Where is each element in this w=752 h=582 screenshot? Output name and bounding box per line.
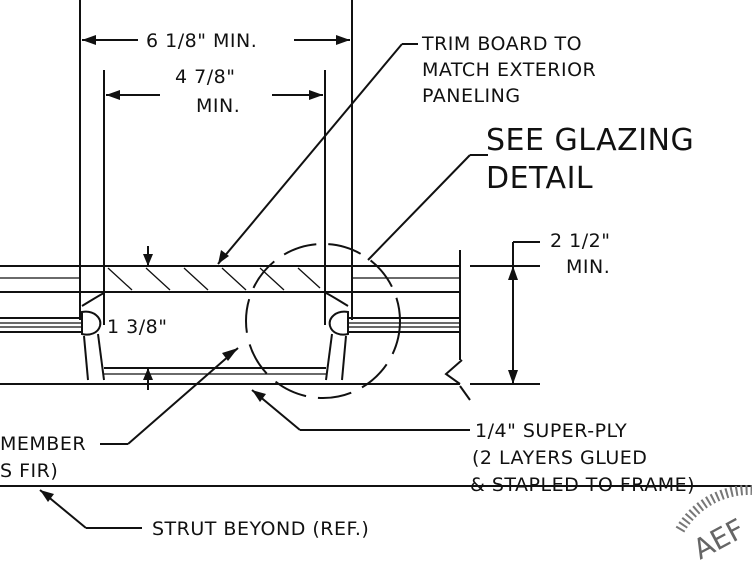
note-strut: STRUT BEYOND (REF.) xyxy=(39,489,369,540)
stop-line xyxy=(341,335,347,381)
note-strut-text: STRUT BEYOND (REF.) xyxy=(152,518,369,540)
arrowhead xyxy=(143,368,153,380)
seal-ring xyxy=(675,484,752,533)
note-glazing-1: SEE GLAZING xyxy=(486,123,694,158)
dimension-overall-width: 6 1/8" MIN. xyxy=(79,0,353,320)
note-member-1: MEMBER xyxy=(0,433,86,455)
dim-text-inner-1: 4 7/8" xyxy=(175,66,235,88)
dimension-thickness: 1 3/8" xyxy=(107,246,167,390)
dim-text-depth-1: 2 1/2" xyxy=(550,230,610,252)
engineer-seal: AEF xyxy=(675,484,752,566)
trim-hatching xyxy=(107,267,321,291)
glazing-panel-left xyxy=(0,310,105,381)
leader-line xyxy=(127,347,239,445)
note-superply: 1/4" SUPER-PLY (2 LAYERS GLUED & STAPLED… xyxy=(251,389,695,496)
glazing-bead xyxy=(328,310,349,336)
leader-line xyxy=(217,43,403,265)
note-trim-board: TRIM BOARD TO MATCH EXTERIOR PANELING xyxy=(217,33,596,265)
arrowhead xyxy=(218,250,229,264)
arrowhead xyxy=(508,266,518,280)
break-line xyxy=(444,359,463,385)
note-trim-2: MATCH EXTERIOR xyxy=(422,59,596,81)
arrowhead xyxy=(106,90,120,100)
note-superply-3: & STAPLED TO FRAME) xyxy=(470,474,695,496)
arrowhead xyxy=(143,254,153,266)
dimension-depth: 2 1/2" MIN. xyxy=(470,230,610,385)
note-trim-3: PANELING xyxy=(422,85,521,107)
arrowhead xyxy=(508,370,518,384)
note-glazing-2: DETAIL xyxy=(486,161,593,196)
frame-member xyxy=(0,250,752,487)
glazing-detail-callout: SEE GLAZING DETAIL xyxy=(245,123,694,399)
arrowhead xyxy=(336,35,350,45)
note-superply-2: (2 LAYERS GLUED xyxy=(472,447,647,469)
seal-text: AEF xyxy=(688,512,750,566)
note-member-2: S FIR) xyxy=(0,460,58,482)
note-superply-1: 1/4" SUPER-PLY xyxy=(475,420,627,442)
note-trim-1: TRIM BOARD TO xyxy=(421,33,582,55)
dim-text-overall: 6 1/8" MIN. xyxy=(146,30,257,52)
arrowhead xyxy=(252,390,266,402)
note-member: MEMBER S FIR) xyxy=(0,347,239,482)
callout-leader xyxy=(367,154,471,261)
glazing-panel-right xyxy=(325,310,460,381)
stop-line xyxy=(97,333,105,381)
dimension-inner-width: 4 7/8" MIN. xyxy=(103,66,326,325)
dim-text-thickness: 1 3/8" xyxy=(107,316,167,338)
glazing-bead xyxy=(81,310,102,336)
dim-text-inner-2: MIN. xyxy=(196,95,240,117)
arrowhead xyxy=(309,90,323,100)
frame-edge-line xyxy=(459,385,471,401)
arrowhead xyxy=(222,348,238,361)
arrowhead xyxy=(40,490,54,502)
stop-line xyxy=(325,333,333,381)
detail-circle xyxy=(245,243,401,399)
arrowhead xyxy=(82,35,96,45)
dim-text-depth-2: MIN. xyxy=(566,256,610,278)
trim-board xyxy=(0,265,460,293)
stop-line xyxy=(83,335,89,381)
member-edge xyxy=(81,292,105,307)
member-edge xyxy=(325,292,349,307)
